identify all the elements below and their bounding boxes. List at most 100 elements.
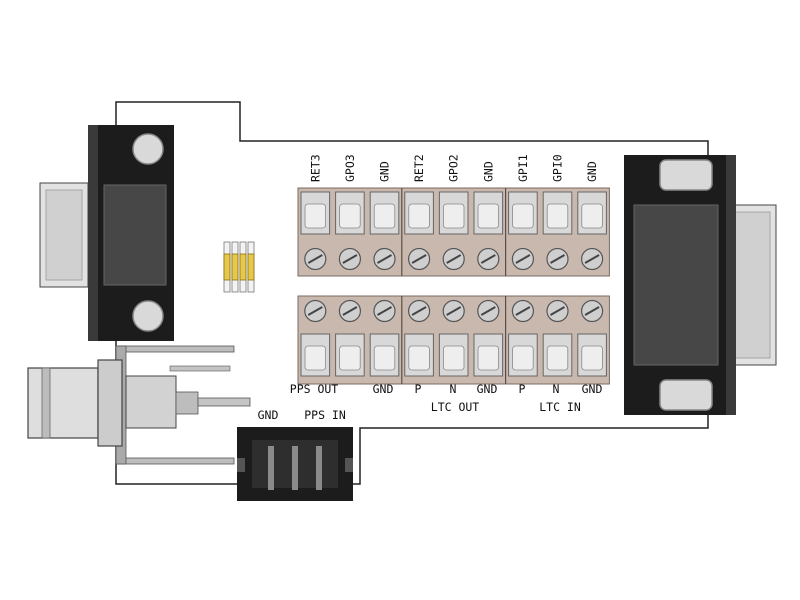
label-ltc-out-p: P	[415, 382, 422, 396]
bnc-lead-top	[117, 345, 235, 353]
bnc-lead-bottom	[117, 457, 235, 465]
terminal-top-5	[438, 191, 469, 271]
terminal-top-8	[542, 191, 573, 271]
screw-slot	[480, 254, 496, 264]
db9-left-flange-edge	[88, 125, 98, 341]
bottom-terminal-labels: PPS OUT GND P N GND P N GND LTC OUT LTC …	[290, 382, 603, 414]
screw-slot	[377, 306, 392, 316]
label-gnd-pps: GND	[373, 382, 394, 396]
label-ltc-out-n: N	[450, 382, 457, 396]
label-top-terminal-7: GPI1	[516, 154, 530, 182]
dip-switch-toggle	[223, 253, 231, 281]
terminal-wire-entry	[339, 203, 361, 229]
label-header-pps-in: PPS IN	[304, 408, 346, 422]
terminal-row-bottom	[297, 295, 610, 385]
label-top-terminal-9: GND	[585, 161, 599, 182]
three-pin-header-icon	[237, 427, 353, 501]
terminal-wire-entry	[512, 345, 534, 371]
db9-left-screw-bottom	[132, 300, 164, 332]
screw-slot	[446, 254, 462, 264]
db9-right-face	[633, 204, 719, 366]
db9-right-flange-edge	[726, 155, 736, 415]
dip-switch-toggle	[247, 253, 255, 281]
terminal-wire-entry	[546, 345, 569, 371]
header-pin-2	[292, 446, 298, 490]
terminal-top-4	[404, 191, 434, 271]
terminal-bottom-4	[404, 299, 434, 377]
bnc-pin-neck	[175, 391, 199, 415]
label-top-terminal-3: GND	[378, 161, 392, 182]
terminal-wire-entry	[373, 345, 396, 371]
terminal-wire-entry	[304, 203, 327, 229]
terminal-top-6	[473, 191, 504, 271]
terminal-wire-entry	[477, 203, 500, 229]
terminal-wire-entry	[581, 203, 603, 229]
group-label-ltc-out: LTC OUT	[431, 400, 480, 414]
screw-slot	[584, 306, 600, 316]
terminal-wire-entry	[339, 345, 361, 371]
terminal-wire-entry	[581, 345, 603, 371]
bnc-center-pin	[197, 397, 251, 407]
top-terminal-labels: RET3 GPO3 GND RET2 GPO2 GND GPI1 GPI0 GND	[308, 154, 599, 182]
dip-switch-toggle	[231, 253, 239, 281]
label-ltc-in-p: P	[519, 382, 526, 396]
header-key-right	[345, 458, 353, 472]
db9-female-connector-icon	[39, 125, 174, 341]
terminal-wire-entry	[442, 345, 465, 371]
terminal-top-3	[369, 191, 400, 271]
terminal-wire-entry	[373, 203, 396, 229]
terminal-top-1	[300, 191, 331, 271]
terminal-bottom-5	[438, 299, 469, 377]
screw-slot	[480, 306, 496, 316]
screw-slot	[411, 306, 427, 316]
dip-switch-toggle	[239, 253, 247, 281]
terminal-bottom-3	[369, 299, 400, 377]
label-top-terminal-5: GPO2	[447, 154, 461, 182]
label-ltc-out-gnd: GND	[477, 382, 498, 396]
label-top-terminal-6: GND	[481, 161, 495, 182]
label-ltc-in-n: N	[553, 382, 560, 396]
terminal-wire-entry	[408, 203, 430, 229]
terminal-blocks	[297, 187, 610, 385]
bnc-barrel-ring	[41, 367, 51, 439]
screw-slot	[377, 254, 392, 264]
terminal-bottom-2	[335, 299, 365, 377]
screw-slot	[550, 254, 565, 264]
label-top-terminal-1: RET3	[308, 154, 322, 182]
db9-right-shell-inner	[733, 211, 771, 359]
dip-switch-icon	[220, 240, 258, 294]
screw-slot	[307, 254, 323, 264]
terminal-bottom-9	[577, 299, 607, 377]
bnc-ground-lead	[169, 365, 231, 372]
screw-slot	[550, 306, 565, 316]
terminal-wire-entry	[442, 203, 465, 229]
terminal-wire-entry	[546, 203, 569, 229]
bnc-connector-icon	[27, 345, 251, 465]
terminal-top-9	[577, 191, 607, 271]
terminal-wire-entry	[477, 345, 500, 371]
terminal-wire-entry	[408, 345, 430, 371]
db9-right-screw-bottom	[659, 379, 713, 411]
label-header-gnd: GND	[258, 408, 279, 422]
db9-male-connector-icon	[624, 155, 777, 415]
header-labels: GND PPS IN	[258, 408, 346, 422]
terminal-bottom-8	[542, 299, 573, 377]
db9-left-screw-top	[132, 133, 164, 165]
db9-right-screw-top	[659, 159, 713, 191]
terminal-wire-entry	[304, 345, 327, 371]
header-key-left	[237, 458, 245, 472]
terminal-wire-entry	[512, 203, 534, 229]
header-pin-3	[316, 446, 322, 490]
bnc-nut	[97, 359, 123, 447]
label-ltc-in-gnd: GND	[582, 382, 603, 396]
screw-slot	[342, 306, 358, 316]
screw-slot	[515, 306, 531, 316]
label-pps-out: PPS OUT	[290, 382, 339, 396]
label-top-terminal-8: GPI0	[551, 154, 565, 182]
screw-slot	[411, 254, 427, 264]
label-top-terminal-4: RET2	[412, 154, 426, 182]
db9-left-face	[103, 184, 167, 286]
screw-slot	[307, 306, 323, 316]
label-top-terminal-2: GPO3	[343, 154, 357, 182]
